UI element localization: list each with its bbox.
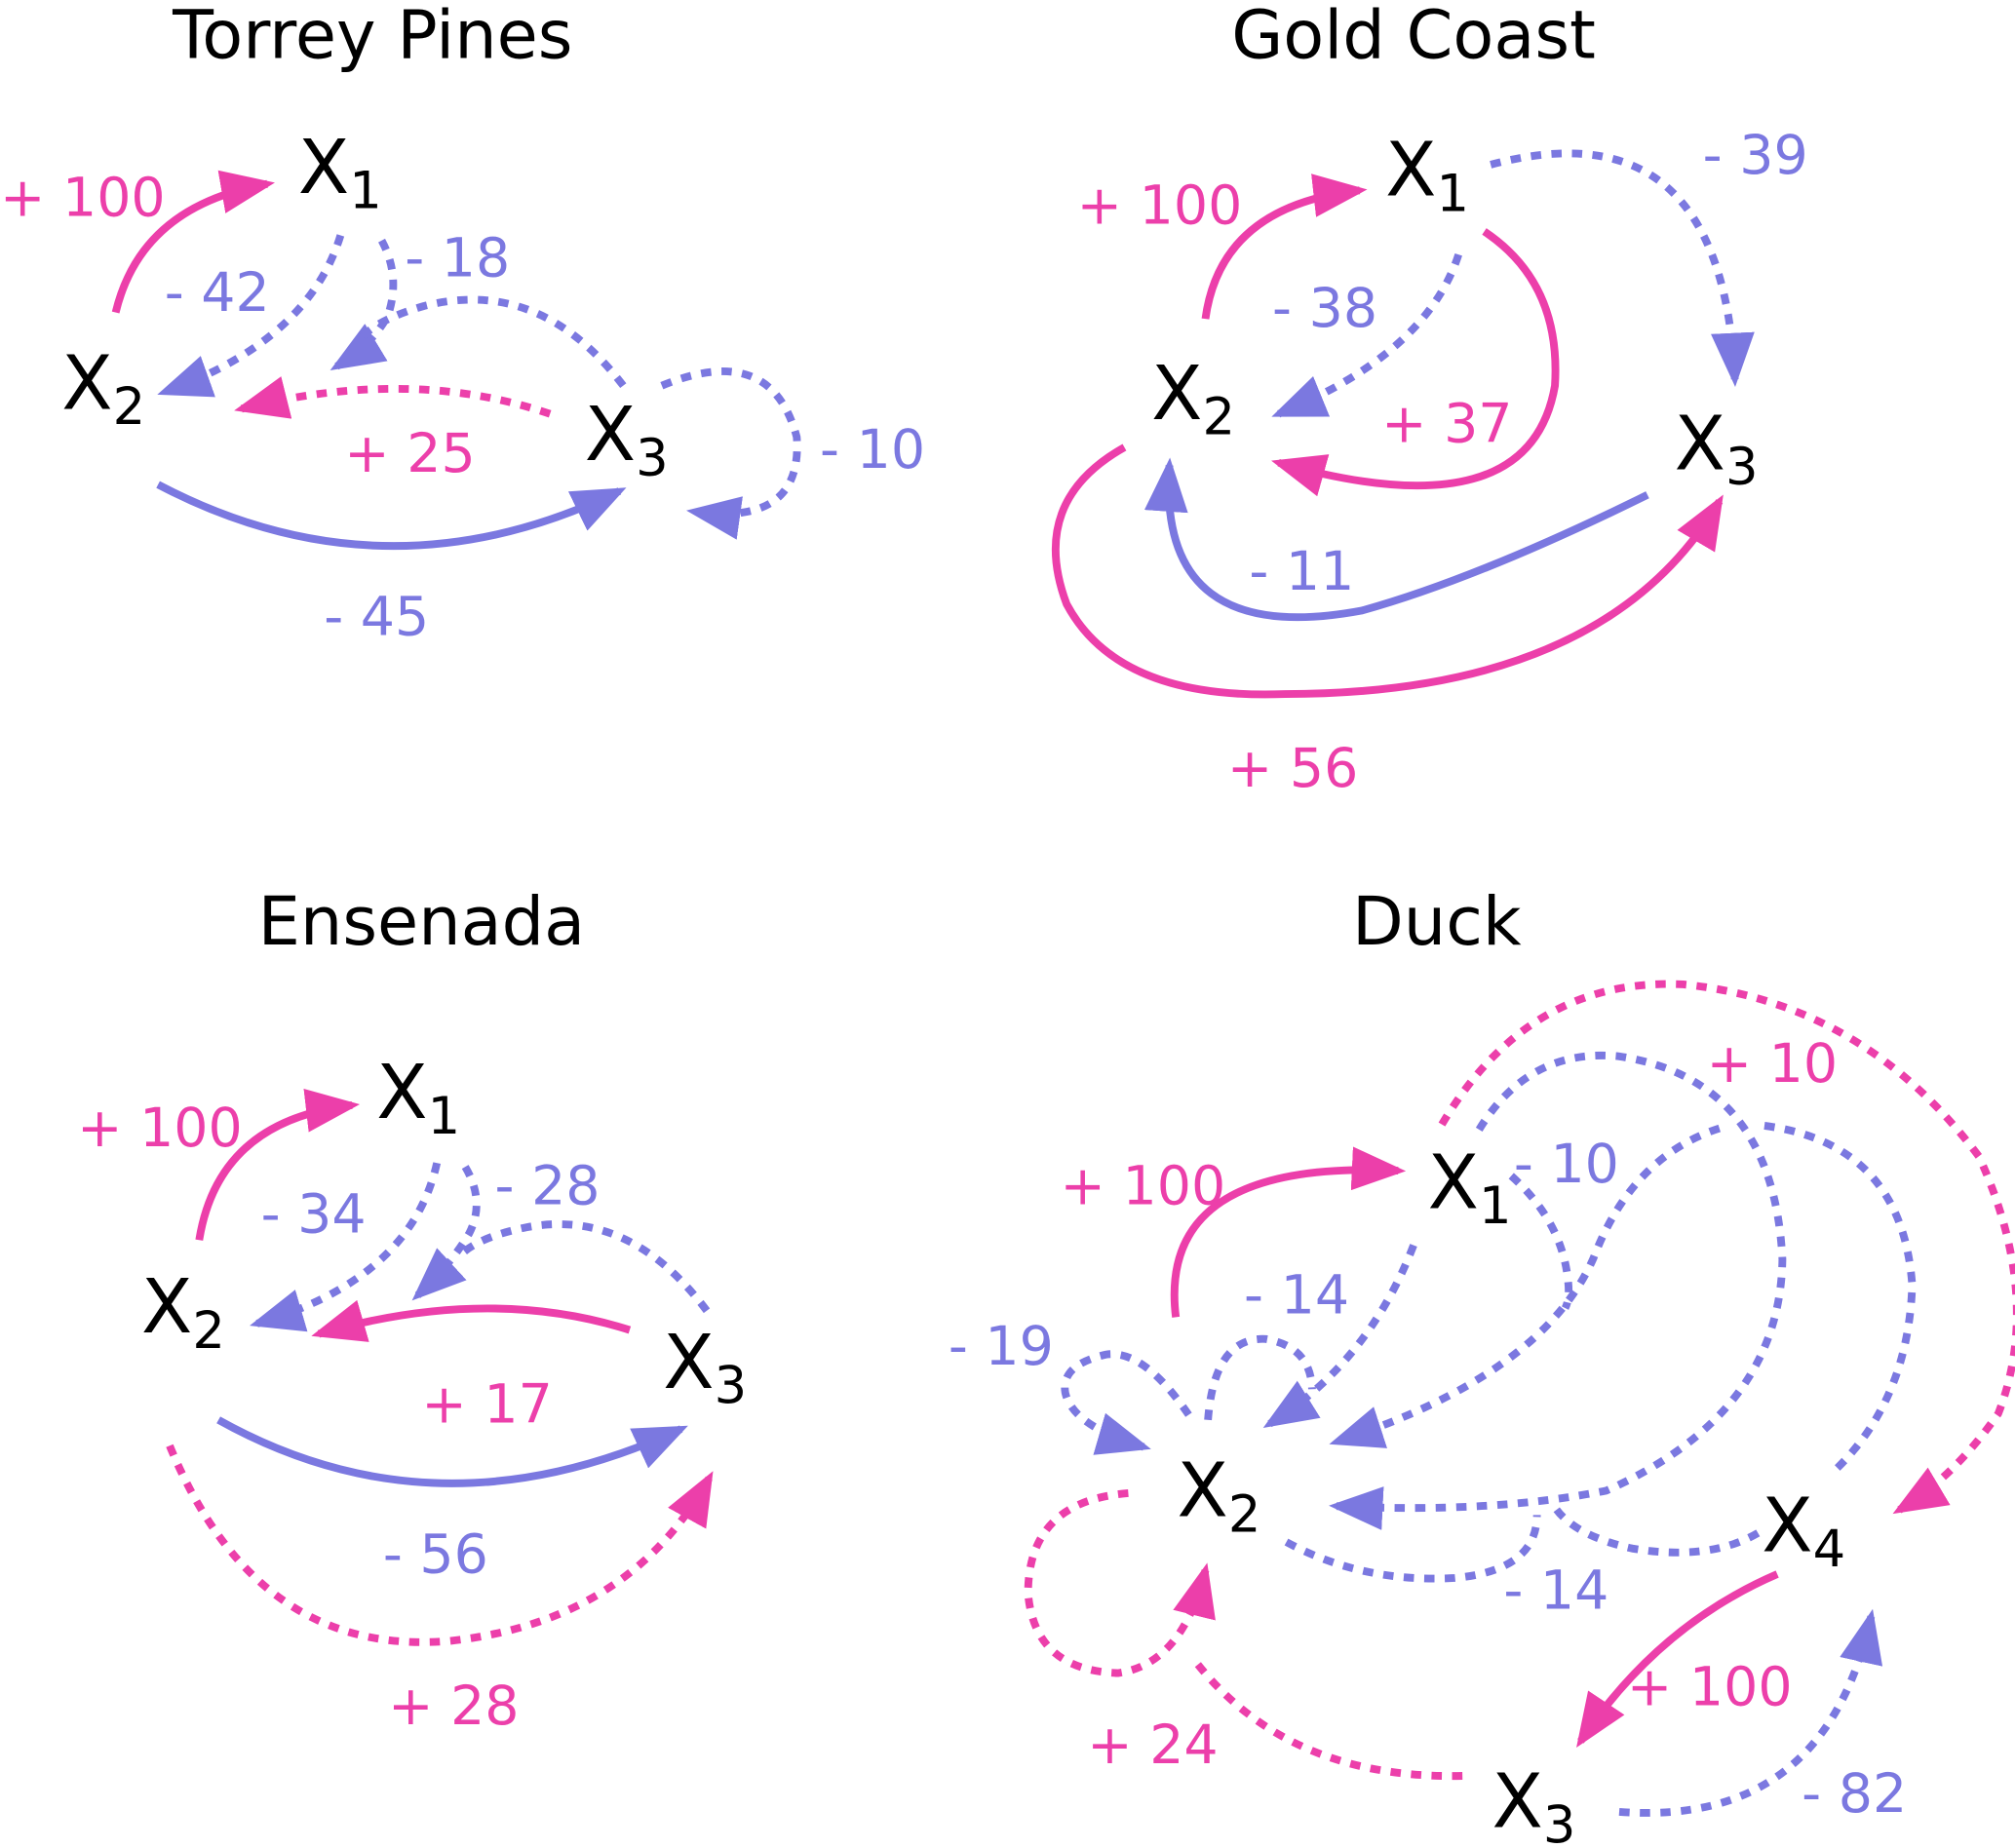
edge-x1-x2 (1262, 1244, 1417, 1428)
edge-label: + 56 (1227, 738, 1358, 800)
edge-x2-x1 (111, 170, 275, 314)
edge-x2-x3-dotted (166, 1444, 714, 1646)
node-x3: X3 (1492, 1759, 1575, 1848)
edge-x3-arc (359, 295, 627, 389)
edge-x2-x3 (216, 1416, 688, 1487)
edge-x1-x2-curved (411, 1165, 481, 1301)
edge-label: + 10 (1707, 1033, 1838, 1096)
edge-label: + 17 (421, 1373, 552, 1436)
panel-torrey-pines: Torrey Pines X1 X2 X3 + 100 - 42 - 18 + … (0, 0, 925, 648)
edge-label: + 100 (1627, 1656, 1793, 1718)
edge-x1-x2 (1271, 252, 1462, 418)
node-x2: X2 (61, 340, 145, 437)
edge-x4-arc (1763, 1122, 1917, 1475)
edge-label: - 10 (1514, 1134, 1619, 1196)
edge-x1-x2-arc (1329, 1051, 1787, 1530)
node-x2: X2 (1151, 351, 1235, 447)
node-x2: X2 (141, 1264, 225, 1361)
panel-title: Ensenada (258, 883, 586, 961)
panel-duck: Duck X1 X2 X3 X4 + 100 + 10 - 10 - 14 - … (949, 883, 2015, 1848)
edge-x3-x2 (234, 376, 552, 419)
edge-label: + 100 (0, 168, 166, 230)
edge-x2-branch (1284, 1515, 1541, 1583)
panel-title: Gold Coast (1231, 0, 1596, 75)
edge-x1-x2 (250, 1162, 442, 1332)
edge-label: - 82 (1802, 1763, 1907, 1826)
node-x2: X2 (1178, 1448, 1261, 1545)
edge-label: - 19 (949, 1316, 1054, 1378)
panel-ensenada: Ensenada X1 X2 X3 + 100 - 34 - 28 + 17 -… (77, 883, 747, 1738)
edge-label: - 11 (1249, 541, 1354, 603)
edge-label: + 100 (1077, 175, 1243, 238)
edge-label: + 37 (1381, 394, 1512, 456)
panel-gold-coast: Gold Coast X1 X2 X3 + 100 - 39 - 38 + 37… (1051, 0, 1808, 800)
edge-x3-x2 (1189, 1655, 1463, 1781)
edge-label: - 34 (261, 1183, 367, 1246)
edge-x1-x4 (1438, 980, 2015, 1515)
panel-title: Duck (1352, 883, 1522, 961)
edge-x2-x3 (1051, 443, 1724, 699)
edge-label: - 10 (820, 419, 925, 481)
node-x4: X4 (1762, 1482, 1845, 1579)
edge-label: + 100 (77, 1097, 243, 1160)
edge-label: - 28 (495, 1155, 601, 1217)
panel-title: Torrey Pines (172, 0, 572, 75)
edge-x4-x3 (1576, 1570, 1779, 1748)
node-x3: X3 (1675, 401, 1759, 497)
edge-label: - 38 (1272, 278, 1377, 340)
edge-label: + 25 (344, 423, 475, 485)
edge-label: - 42 (165, 262, 270, 325)
edge-x2-x3 (156, 481, 627, 551)
edge-x1-branch (1508, 1173, 1573, 1310)
edge-x3-arc (459, 1220, 711, 1314)
edge-x3-x2 (311, 1299, 632, 1342)
edge-x3-self-loop (660, 367, 801, 540)
edge-x2-x1 (1201, 173, 1368, 320)
node-x3: X3 (585, 392, 669, 488)
edge-x4-branch (1551, 1505, 1761, 1557)
edge-x2-loop-pink (1024, 1489, 1216, 1677)
node-x1: X1 (1385, 128, 1469, 224)
node-x1: X1 (1428, 1139, 1512, 1236)
edge-x2-loop (1204, 1334, 1316, 1421)
edge-label: + 100 (1061, 1155, 1226, 1217)
edge-label: - 45 (324, 586, 429, 648)
edge-x4-x2 (1329, 1124, 1722, 1448)
edge-label: + 24 (1087, 1714, 1218, 1777)
node-x3: X3 (663, 1320, 747, 1416)
edge-x1-x2-curved (329, 238, 398, 370)
edge-x1-x2-solid (1271, 228, 1560, 497)
edge-x2-x1 (195, 1089, 361, 1241)
edge-label: - 39 (1703, 125, 1808, 187)
node-x1: X1 (298, 125, 382, 221)
node-x1: X1 (376, 1050, 460, 1146)
edge-label: - 18 (405, 228, 510, 290)
edge-x1-x2 (157, 234, 345, 398)
edge-label: - 14 (1244, 1264, 1349, 1327)
edge-label: - 14 (1503, 1560, 1608, 1623)
edge-label: - 56 (383, 1524, 488, 1587)
edge-x1-x3 (1490, 149, 1755, 387)
edge-x3-x4 (1618, 1608, 1883, 1817)
edge-x2-x1 (1170, 1146, 1407, 1318)
edge-label: + 28 (388, 1675, 519, 1738)
edge-x2-self-loop (1061, 1350, 1192, 1455)
edge-x3-x2 (1143, 457, 1649, 622)
